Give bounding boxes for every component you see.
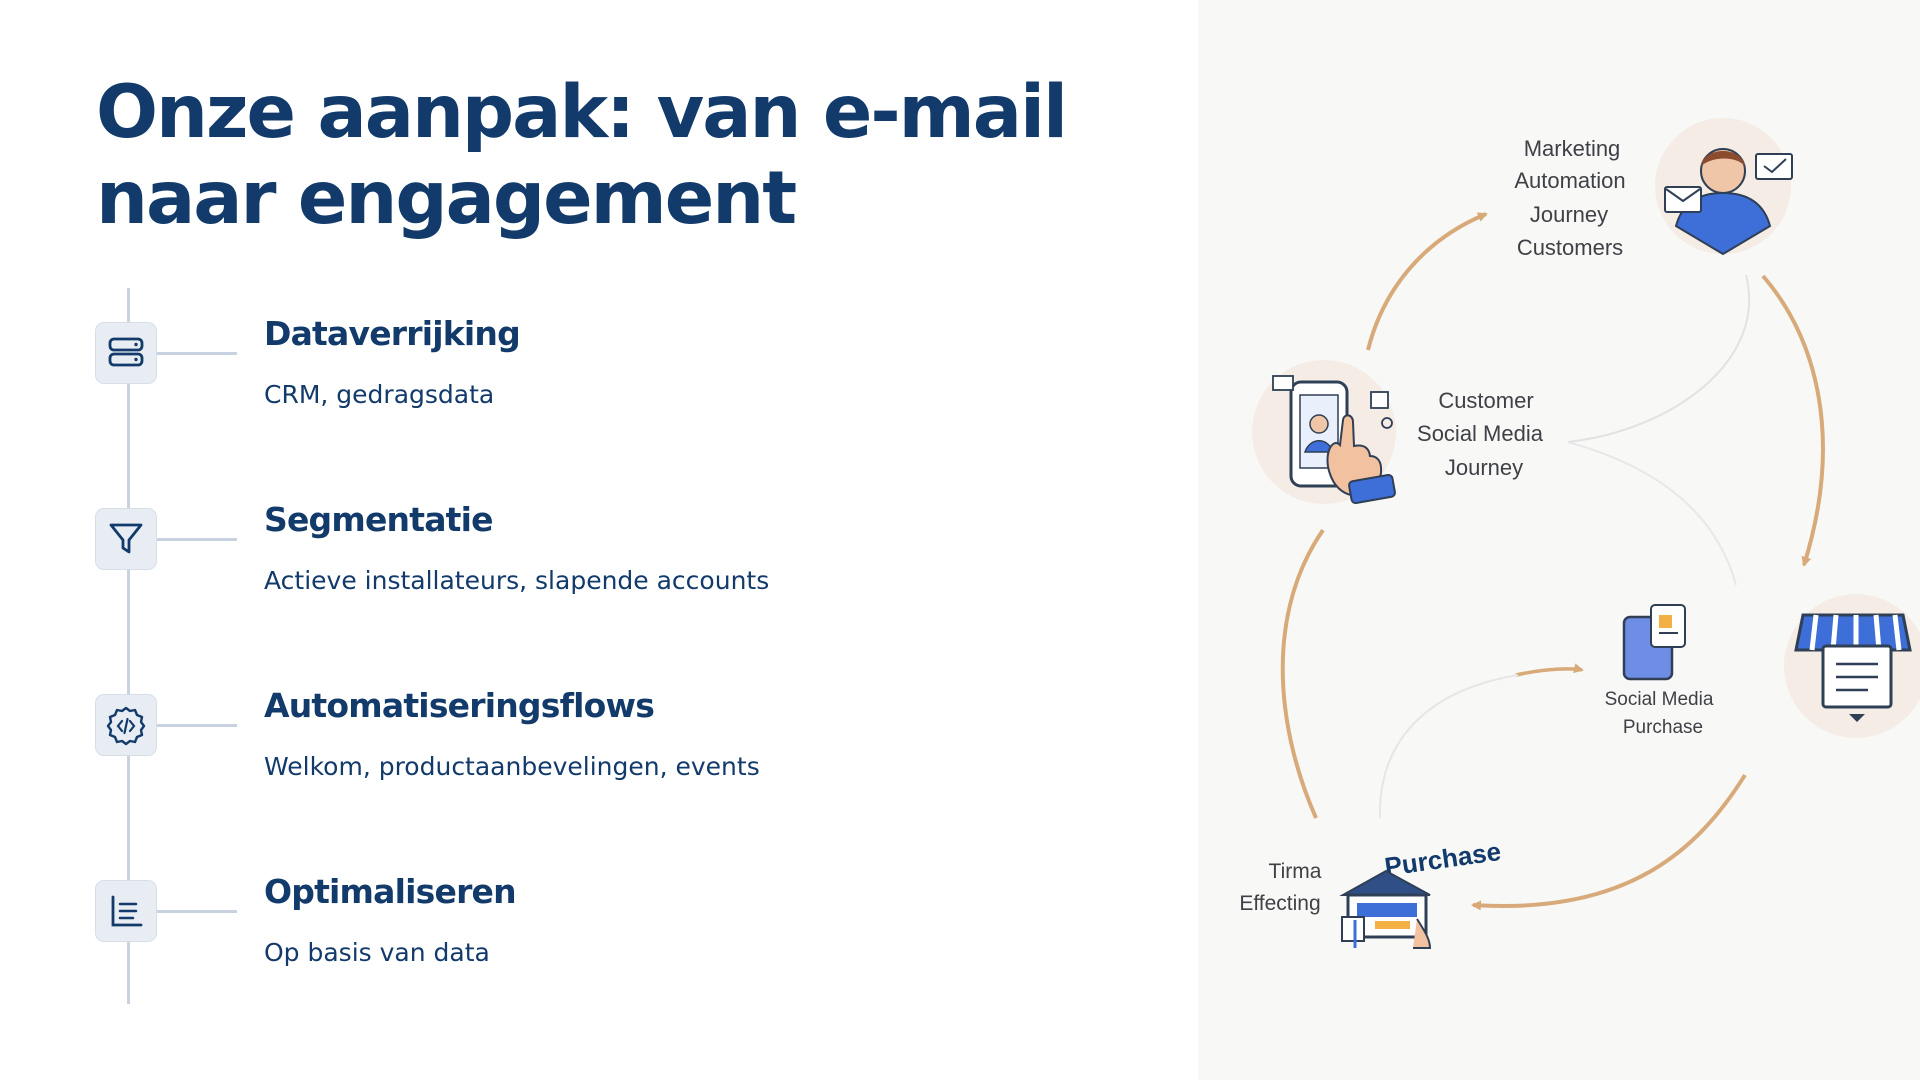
faint-curve-3 [1378, 674, 1519, 819]
mini-message-icon [1272, 375, 1294, 391]
step-title: Segmentatie [264, 500, 494, 539]
step-optimaliseren: Optimaliseren Op basis van data [95, 852, 915, 967]
step-description: Actieve installateurs, slapende accounts [264, 566, 770, 595]
step-automatiseringsflows: Automatiseringsflows Welkom, productaanb… [95, 666, 915, 781]
location-icon [1381, 417, 1393, 429]
svg-text:Tirma: Tirma [1269, 860, 1322, 883]
step-description: Welkom, productaanbevelingen, events [264, 752, 760, 781]
step-title: Automatiseringsflows [264, 686, 655, 725]
step-connector [157, 538, 237, 541]
mini-chart-icon [1370, 391, 1389, 409]
social-purchase-label: Social Media Purchase [1605, 689, 1714, 738]
svg-text:Customer: Customer [1438, 388, 1533, 413]
store-awning-icon [1794, 613, 1912, 652]
mail-icon-left [1664, 186, 1702, 213]
database-icon [95, 322, 157, 384]
diagram-svg: Marketing Automation Journey Customers C… [1239, 118, 1920, 949]
flow-arrow-to-social-purchase [1515, 663, 1584, 677]
faint-curve-1 [1567, 274, 1751, 443]
purchase-sign-label: Purchase [1383, 836, 1503, 882]
timeline-line [127, 288, 130, 1004]
purchase-node: Purchase [1339, 836, 1503, 949]
firma-label: Tirma Effecting [1239, 860, 1321, 915]
message-icon-right [1755, 153, 1793, 180]
step-title: Dataverrijking [264, 314, 521, 353]
shop-card-icon [1341, 916, 1365, 942]
step-description: Op basis van data [264, 938, 490, 967]
svg-text:Journey: Journey [1530, 202, 1608, 227]
step-dataverrijking: Dataverrijking CRM, gedragsdata [95, 294, 915, 409]
step-connector [157, 910, 237, 913]
svg-text:Customers: Customers [1517, 235, 1623, 260]
svg-text:Social Media: Social Media [1605, 689, 1714, 710]
marketing-node [1655, 118, 1793, 256]
svg-text:Journey: Journey [1445, 455, 1523, 480]
chart-list-icon [95, 880, 157, 942]
flow-arrow-to-purchase [1471, 773, 1747, 911]
step-connector [157, 352, 237, 355]
svg-text:Purchase: Purchase [1623, 717, 1703, 738]
flow-arrow-to-store [1761, 274, 1825, 567]
flow-arrow-up-left [1280, 528, 1325, 819]
customer-journey-diagram: Marketing Automation Journey Customers C… [1198, 0, 1920, 1080]
step-segmentatie: Segmentatie Actieve installateurs, slape… [95, 480, 915, 595]
step-connector [157, 724, 237, 727]
page-title: Onze aanpak: van e-mail naar engagement [96, 70, 1068, 241]
marketing-label: Marketing Automation Journey Customers [1514, 136, 1625, 260]
code-gear-icon [95, 694, 157, 756]
svg-text:Marketing: Marketing [1524, 136, 1621, 161]
step-title: Optimaliseren [264, 872, 517, 911]
svg-text:Automation: Automation [1514, 168, 1625, 193]
filter-icon [95, 508, 157, 570]
step-description: CRM, gedragsdata [264, 380, 495, 409]
svg-text:Social Media: Social Media [1417, 421, 1544, 446]
person-hair-icon [1701, 151, 1745, 166]
social-journey-node [1252, 360, 1396, 505]
flow-arrow-to-marketing [1366, 212, 1488, 351]
social-journey-label: Customer Social Media Journey [1417, 388, 1544, 480]
faint-curve-2 [1567, 441, 1737, 586]
social-purchase-node [1622, 594, 1920, 738]
svg-text:Effecting: Effecting [1239, 892, 1320, 915]
